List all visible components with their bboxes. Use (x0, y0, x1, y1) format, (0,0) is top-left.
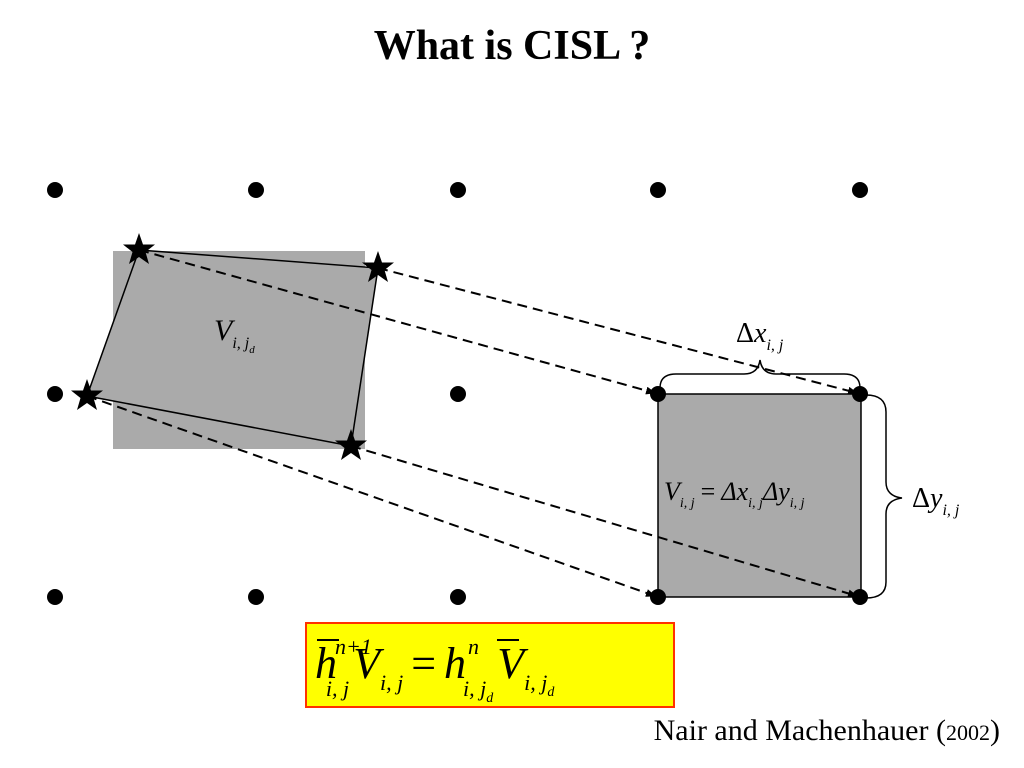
grid-point (852, 182, 868, 198)
grid-point (650, 386, 666, 402)
arrival-volume-equation: Vi, j=Δxi, jΔyi, j (664, 477, 805, 511)
grid-point (47, 182, 63, 198)
grid-point (650, 589, 666, 605)
dy-label: Δyi, j (912, 483, 960, 519)
departure-volume-label: Vi, jd (214, 314, 255, 356)
grid-point (450, 182, 466, 198)
trajectory-arrow-top-left (138, 249, 656, 395)
grid-point (450, 589, 466, 605)
dx-label: Δxi, j (736, 318, 784, 354)
grid-point (852, 589, 868, 605)
citation-year-close: ) (990, 714, 1000, 747)
citation-authors: Nair and Machenhauer (653, 714, 929, 747)
grid-point (248, 182, 264, 198)
grid-point (450, 386, 466, 402)
departure-point-star-icon (362, 251, 394, 282)
dy-brace-icon (865, 394, 903, 599)
grid-point (650, 182, 666, 198)
trajectory-arrow-bottom-left (86, 395, 656, 597)
slide-title: What is CISL ? (373, 23, 651, 69)
grid-point (852, 386, 868, 402)
grid-point (47, 589, 63, 605)
grid-point (47, 386, 63, 402)
trajectory-arrow-top-right (377, 267, 858, 395)
dx-brace-icon (659, 359, 861, 389)
grid-point (248, 589, 264, 605)
departure-point-star-icon (123, 233, 155, 264)
citation-year: 2002 (946, 720, 990, 745)
citation-year-open: ( (936, 714, 946, 747)
trajectory-arrow-bottom-right (350, 445, 858, 598)
departure-point-star-icon (71, 379, 103, 410)
departure-point-star-icon (335, 429, 367, 460)
arrival-cell (657, 393, 862, 598)
citation: Nair and Machenhauer (2002) (654, 714, 1000, 748)
